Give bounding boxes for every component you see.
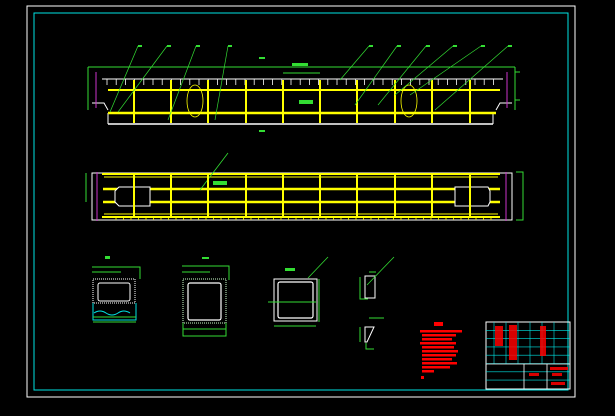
section-3-void	[277, 281, 314, 319]
section-3-title	[285, 268, 295, 271]
leader-line	[409, 45, 482, 96]
section-marker-top	[259, 57, 265, 59]
leader-tag	[369, 45, 373, 47]
note-line	[422, 370, 434, 373]
leader-line	[377, 45, 427, 106]
opening-left	[186, 84, 204, 118]
title-text	[550, 367, 568, 370]
title-block	[485, 321, 571, 390]
plan-opening-left	[114, 186, 151, 207]
section-1-void	[97, 282, 131, 302]
section-1-base	[92, 303, 137, 321]
plan-dimensions	[85, 171, 524, 221]
section-1-outline	[92, 278, 136, 304]
note-mark	[421, 376, 424, 379]
leader-tag	[508, 45, 512, 47]
section-5	[359, 317, 384, 350]
plan-label-tag	[213, 181, 227, 185]
leader-tag	[228, 45, 232, 47]
section-5-outline	[364, 326, 375, 343]
section-3	[268, 256, 329, 327]
plan-leader	[199, 152, 229, 191]
leader-tag	[138, 45, 142, 47]
leader-line	[339, 45, 370, 81]
section-2-dims	[182, 265, 230, 280]
section-4	[359, 256, 395, 300]
leader-tag	[481, 45, 485, 47]
note-line	[422, 346, 454, 349]
plan-view	[85, 152, 524, 221]
label-tag	[299, 100, 313, 104]
section-3-outline	[273, 278, 318, 322]
section-2	[182, 257, 230, 337]
general-notes	[420, 322, 462, 379]
section-3-leader	[307, 256, 329, 279]
leader-line	[167, 45, 197, 121]
section-4-dims	[359, 271, 376, 300]
title-text	[509, 325, 517, 360]
section-4-outline	[364, 275, 376, 299]
leader-line	[109, 45, 139, 113]
section-2-outline	[182, 278, 227, 324]
section-5-dims	[359, 317, 384, 350]
note-line	[420, 342, 456, 345]
elevation-view	[87, 45, 520, 132]
note-line	[422, 366, 450, 369]
note-line	[420, 330, 462, 333]
section-1-title	[105, 256, 110, 259]
note-line	[422, 354, 456, 357]
note-line	[422, 338, 452, 341]
title-text	[529, 373, 539, 376]
note-line	[422, 350, 458, 353]
leader-line	[394, 45, 454, 96]
opening-right	[400, 84, 418, 118]
title-text	[495, 326, 503, 346]
title-text	[552, 373, 562, 376]
leader-tag	[426, 45, 430, 47]
section-marker-bottom	[259, 130, 265, 132]
section-2-bottom-dims	[182, 323, 227, 337]
title-text	[540, 326, 546, 356]
leader-tag	[397, 45, 401, 47]
leader-line	[117, 45, 168, 113]
inner-frame	[33, 12, 569, 391]
section-3-dims	[268, 279, 320, 327]
note-line	[422, 358, 452, 361]
notes-title	[434, 322, 443, 326]
section-2-void	[187, 282, 222, 321]
plan-opening-right	[454, 186, 491, 207]
leader-tag	[167, 45, 171, 47]
end-dimensions	[87, 67, 520, 110]
leader-tag	[453, 45, 457, 47]
title-text	[551, 382, 565, 385]
leader-line	[354, 45, 398, 106]
section-1	[92, 256, 141, 323]
dimension-text-mark	[292, 63, 308, 66]
note-line	[422, 362, 457, 365]
section-2-title	[202, 257, 209, 259]
outer-frame	[26, 5, 576, 398]
section-1-bottom-dims	[93, 316, 136, 323]
leader-line	[214, 45, 229, 121]
section-1-dims	[92, 266, 141, 279]
leader-tag	[196, 45, 200, 47]
note-line	[422, 334, 456, 337]
section-4-leader	[366, 256, 395, 286]
leader-line	[434, 45, 509, 111]
